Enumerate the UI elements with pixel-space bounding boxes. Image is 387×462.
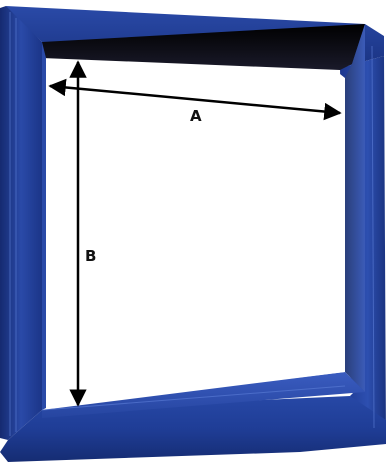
frame-inner-reveal xyxy=(42,24,365,418)
dimension-a-arrow xyxy=(48,78,342,121)
inner-top-face xyxy=(42,24,365,70)
dimension-a: A xyxy=(48,78,342,125)
inner-bottom-face xyxy=(42,372,365,418)
inner-right-face xyxy=(345,24,365,392)
window-opening xyxy=(46,60,345,408)
frame-left-bar xyxy=(0,6,42,440)
dimension-b-label: B xyxy=(85,247,96,265)
inner-left-face xyxy=(42,42,46,410)
dimension-b: B xyxy=(69,60,96,407)
dimension-a-label: A xyxy=(190,107,202,125)
frame-highlights xyxy=(9,12,375,436)
